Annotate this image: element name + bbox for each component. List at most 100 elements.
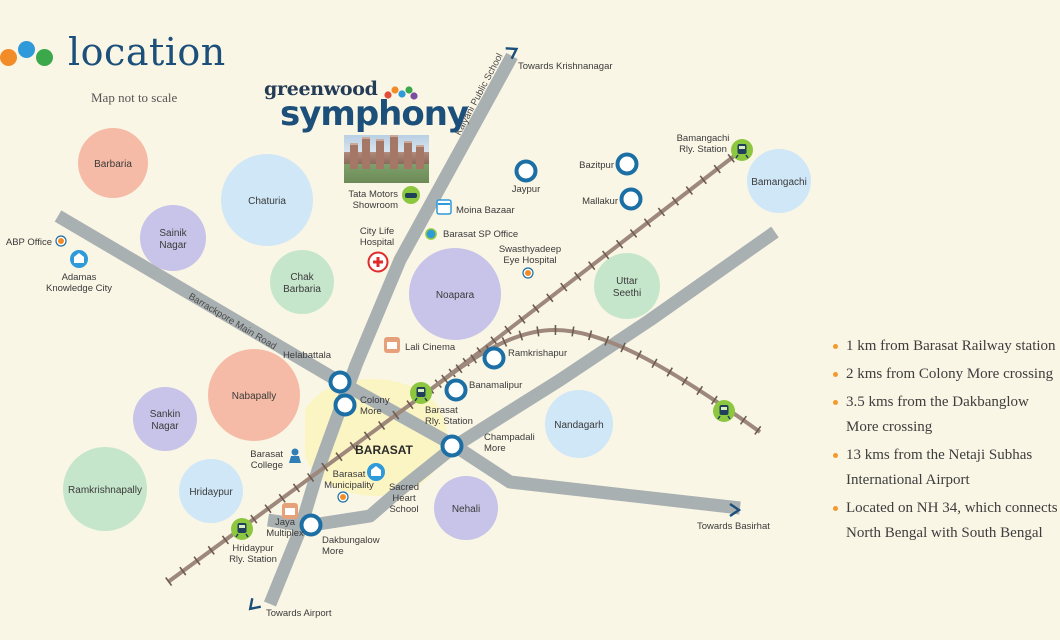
stop-marker-banamalipur-ring: [444, 378, 468, 402]
heading-dot-green: [36, 49, 53, 66]
train-station-icon: [410, 382, 432, 404]
stop-label-banamalipur: Banamalipur: [469, 380, 522, 391]
stop-label-jaypur: Jaypur: [512, 184, 541, 195]
hospital-cross: [373, 257, 383, 267]
highlight-item: 2 kms from Colony More crossing: [830, 362, 1060, 387]
direction-label-basirhat: Towards Basirhat: [697, 521, 770, 532]
train-legs: [717, 415, 731, 420]
highlight-item: 3.5 kms from the Dakbanglow More crossin…: [830, 390, 1060, 440]
stop-marker-dakbungalow-more-ring: [299, 513, 323, 537]
page-title: location: [68, 30, 226, 74]
brand-name-line2: symphony: [280, 94, 469, 134]
train-window: [239, 525, 245, 528]
train-station-icon: [231, 518, 253, 540]
school-icon: [70, 250, 88, 268]
orange-dot-icon: [55, 235, 67, 247]
college-icon: [289, 448, 301, 463]
stop-marker-helabattala: [328, 370, 352, 394]
scale-note: Map not to scale: [91, 90, 178, 105]
railway-branch-line-ties: [427, 324, 763, 437]
highlight-item: 13 kms from the Netaji Subhas Internatio…: [830, 443, 1060, 493]
direction-label-krishnanagar: Towards Krishnanagar: [518, 61, 613, 72]
stop-marker-jaypur: [514, 159, 538, 183]
brand-dot: [410, 92, 418, 100]
direction-label-airport: Towards Airport: [266, 608, 332, 619]
train-legs: [235, 533, 249, 538]
school-building: [371, 466, 381, 476]
area-circle-barbaria: [78, 128, 148, 198]
area-circle-hridaypur: [179, 459, 243, 523]
place-label-moina-bazaar: Moina Bazaar: [456, 205, 515, 216]
dot-core: [525, 270, 531, 276]
brand-dot: [391, 86, 399, 94]
stop-marker-helabattala-ring: [328, 370, 352, 394]
heading-dot-blue: [18, 41, 35, 58]
direction-arrow-icon: [248, 597, 262, 611]
cinema-icon: [282, 503, 298, 519]
stop-marker-bazitpur: [615, 152, 639, 176]
heading-dot-orange: [0, 49, 17, 66]
stop-marker-champadali-more-ring: [440, 434, 464, 458]
stop-marker-bazitpur-ring: [615, 152, 639, 176]
area-label-ramkrishnapally: Ramkrishnapally: [68, 485, 142, 496]
stop-label-bazitpur: Bazitpur: [579, 160, 614, 171]
hospital-icon: [367, 251, 389, 273]
area-circle-nabapally: [208, 349, 300, 441]
map-markers: [55, 139, 753, 540]
train-legs: [414, 397, 428, 402]
project-photo: [344, 135, 429, 183]
brand-dot: [398, 90, 406, 98]
stop-marker-colony-more: [333, 393, 357, 417]
stop-marker-mallakur-ring: [619, 187, 643, 211]
district-label-barasat: BARASAT: [355, 443, 413, 457]
brand-dots-logo: [384, 86, 418, 100]
brand-dot: [384, 91, 392, 99]
school-icon: [367, 463, 385, 481]
area-label-barbaria: Barbaria: [94, 159, 132, 170]
area-label-chaturia: Chaturia: [248, 196, 286, 207]
stop-label-mallakur: Mallakur: [582, 196, 618, 207]
stop-marker-ramkrishapur-ring: [482, 346, 506, 370]
area-circle-chak-barbaria: [270, 250, 334, 314]
shop-box: [436, 199, 452, 215]
blue-dot-icon: [425, 228, 437, 240]
road-label-barrackpore: Barrackpore Main Road: [186, 291, 278, 352]
car-icon: [402, 186, 420, 204]
dot-core: [340, 494, 346, 500]
road-dakbungalow-link: [311, 440, 460, 532]
place-label-abp-office: ABP Office: [6, 237, 52, 248]
train-legs: [735, 154, 749, 159]
road-nh34: [263, 52, 518, 607]
area-circle-sankin-nagar: [133, 387, 197, 451]
area-circle-nandagarh: [545, 390, 613, 458]
orange-dot-icon: [337, 491, 349, 503]
orange-dot-icon: [522, 267, 534, 279]
stop-marker-champadali-more: [440, 434, 464, 458]
area-circle-sainik-nagar: [140, 205, 206, 271]
cinema-screen: [387, 342, 397, 349]
area-label-hridaypur: Hridaypur: [189, 487, 233, 498]
stop-marker-jaypur-ring: [514, 159, 538, 183]
train-window: [418, 389, 424, 392]
area-circle-ramkrishnapally: [63, 447, 147, 531]
area-label-bamangachi: Bamangachi: [751, 177, 807, 188]
road-east-link: [451, 226, 779, 452]
highlight-item: 1 km from Barasat Railway station: [830, 334, 1060, 359]
train-window: [739, 146, 745, 149]
stop-marker-dakbungalow-more: [299, 513, 323, 537]
stop-marker-colony-more-ring: [333, 393, 357, 417]
area-label-noapara: Noapara: [436, 290, 475, 301]
